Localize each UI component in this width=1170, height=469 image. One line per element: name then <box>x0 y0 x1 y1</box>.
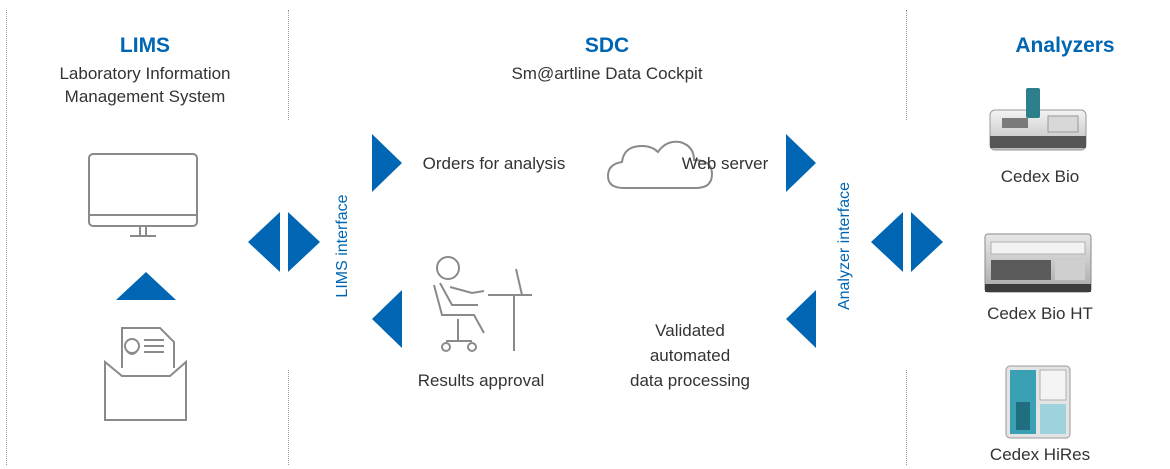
sdc-subtitle: Sm@artline Data Cockpit <box>511 64 703 83</box>
separator-left-top <box>288 10 289 120</box>
up-arrow-icon <box>116 272 176 300</box>
cedex-bio-ht-image <box>984 233 1092 293</box>
separator-left-bottom <box>288 370 289 465</box>
validated-arrow-icon <box>786 290 816 348</box>
analyzer-interface-label: Analyzer interface <box>836 181 853 311</box>
folder-document-icon <box>104 327 187 421</box>
orders-label: Orders for analysis <box>422 154 566 173</box>
person-at-desk-icon <box>433 256 532 352</box>
cedex-bio-image <box>989 88 1087 151</box>
orders-arrow-icon <box>372 134 402 192</box>
monitor-icon <box>88 153 198 237</box>
validated-line1: Validated <box>655 321 725 340</box>
instrument-label-cedex-hires: Cedex HiRes <box>989 445 1091 464</box>
cloud-icon <box>606 140 714 189</box>
separator-right-bottom <box>906 370 907 465</box>
lims-interface-label: LIMS interface <box>334 194 351 298</box>
instrument-label-cedex-bio: Cedex Bio <box>1000 167 1080 186</box>
web-server-label: Web server <box>681 154 769 173</box>
cedex-hires-image <box>1005 365 1071 439</box>
lims-interface-arrows <box>248 212 320 272</box>
analyzer-interface-arrows <box>871 212 943 272</box>
analyzers-title: Analyzers <box>1015 34 1115 57</box>
lims-subtitle-line1: Laboratory Information <box>59 64 231 83</box>
left-border-line <box>6 10 7 465</box>
sdc-title: SDC <box>584 34 630 57</box>
web-server-arrow-icon <box>786 134 816 192</box>
validated-line3: data processing <box>629 371 751 390</box>
lims-title: LIMS <box>119 34 171 57</box>
results-approval-label: Results approval <box>417 371 545 390</box>
validated-line2: automated <box>649 346 731 365</box>
instrument-label-cedex-bio-ht: Cedex Bio HT <box>987 304 1093 323</box>
separator-right-top <box>906 10 907 120</box>
results-arrow-icon <box>372 290 402 348</box>
lims-subtitle-line2: Management System <box>64 87 226 106</box>
